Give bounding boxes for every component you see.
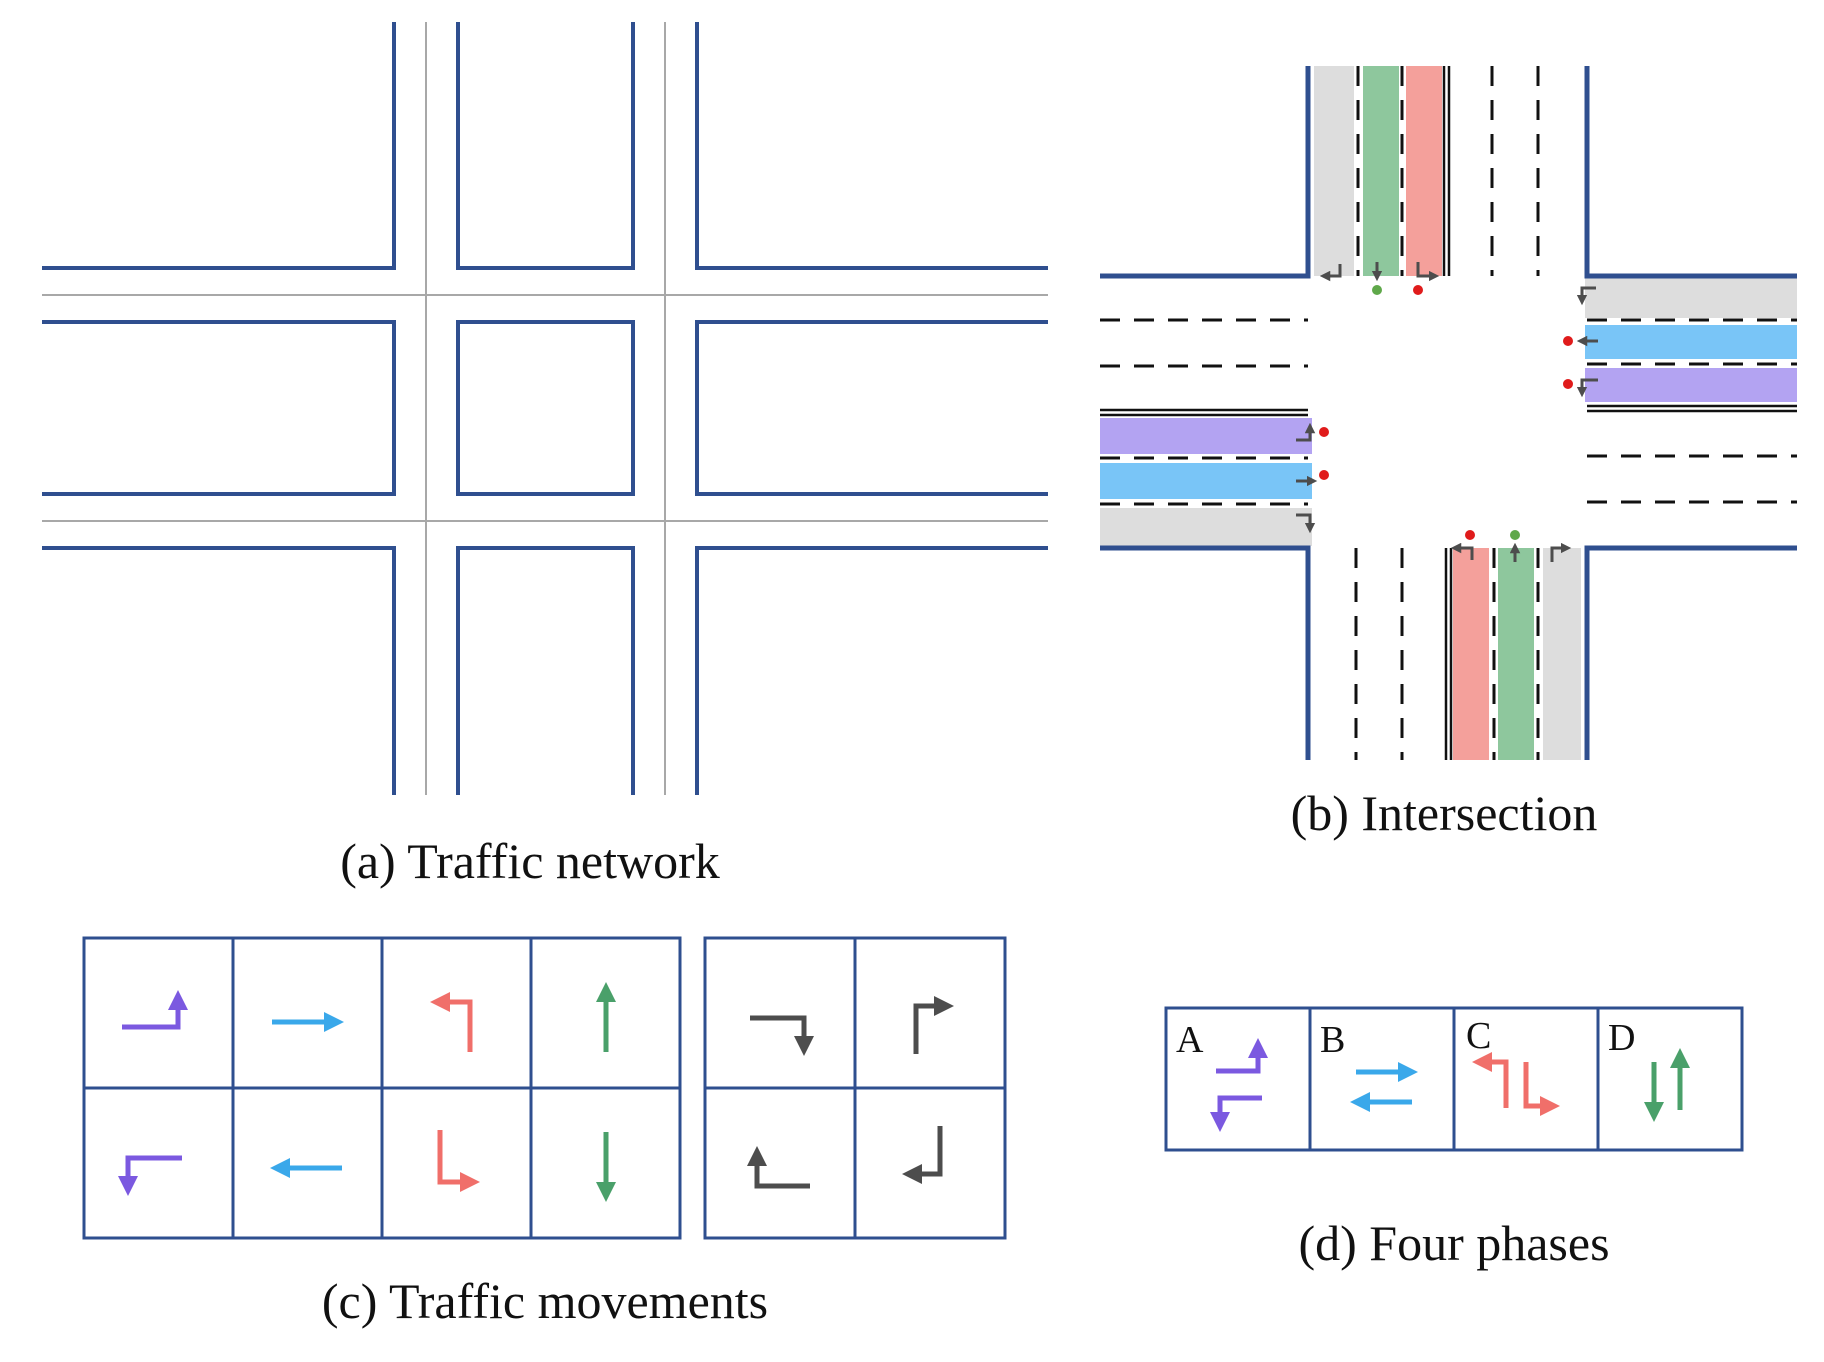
caption-intersection: (b) Intersection — [1291, 785, 1598, 841]
left-turn-northbound-icon — [437, 1130, 480, 1192]
right-turn-arrow-east — [1576, 286, 1596, 306]
lane-through-east — [1585, 325, 1797, 359]
right-turn-arrow-south — [1550, 542, 1572, 562]
phase-c-left-turn-northbound-icon — [1523, 1062, 1560, 1116]
lane-through-north — [1363, 66, 1399, 276]
right-turn-southbound-icon — [750, 1015, 814, 1056]
traffic-movements-panel — [82, 936, 1007, 1240]
phase-c-left-turn-southbound-icon — [1472, 1052, 1509, 1108]
left-turn-arrow-south — [1450, 542, 1474, 560]
left-turn-arrow-west — [1296, 422, 1316, 442]
lane-right-turn-east — [1585, 278, 1797, 318]
lane-left-turn-west — [1100, 418, 1312, 454]
lane-through-west — [1100, 463, 1312, 499]
signal-red-east-through — [1563, 336, 1573, 346]
left-turn-westbound-icon — [118, 1155, 182, 1196]
left-turn-arrow-north — [1416, 262, 1440, 282]
phase-label-d: D — [1608, 1017, 1635, 1059]
traffic-network-centerlines — [42, 22, 1048, 795]
phase-label-c: C — [1466, 1015, 1491, 1057]
lane-right-turn-south — [1543, 548, 1581, 760]
left-turn-arrow-east — [1576, 378, 1598, 398]
signal-red-west-through — [1319, 470, 1329, 480]
lane-through-south — [1498, 548, 1534, 760]
right-turn-eastbound-icon — [913, 996, 954, 1054]
caption-four-phases: (d) Four phases — [1298, 1215, 1609, 1271]
right-turn-westbound-icon — [747, 1146, 810, 1189]
traffic-network-panel — [42, 22, 1048, 795]
signal-red-north — [1413, 285, 1423, 295]
phase-a-left-turn-westbound-icon — [1210, 1095, 1262, 1132]
lane-left-turn-south — [1453, 548, 1489, 760]
left-turn-southbound-icon — [430, 992, 473, 1052]
lane-right-turn-north — [1314, 66, 1354, 276]
intersection-panel — [1100, 66, 1797, 760]
right-turn-arrow-north — [1319, 264, 1342, 282]
signal-green-north — [1372, 285, 1382, 295]
caption-traffic-network: (a) Traffic network — [340, 833, 720, 889]
signal-red-west-left — [1319, 427, 1329, 437]
signal-red-south — [1465, 530, 1475, 540]
right-turn-arrow-west — [1296, 513, 1316, 534]
caption-traffic-movements: (c) Traffic movements — [322, 1273, 768, 1329]
phase-label-a: A — [1176, 1019, 1204, 1061]
lane-left-turn-north — [1406, 66, 1442, 276]
phase-a-left-turn-eastbound-icon — [1216, 1038, 1268, 1074]
four-phases-panel: A B C D — [1164, 1006, 1744, 1152]
phase-label-b: B — [1320, 1019, 1345, 1061]
signal-green-south — [1510, 530, 1520, 540]
lane-left-turn-east — [1585, 368, 1797, 402]
signal-red-east-left — [1563, 379, 1573, 389]
lane-right-turn-west — [1100, 508, 1312, 546]
left-turn-eastbound-icon — [122, 990, 188, 1030]
right-turn-northbound-icon — [902, 1126, 943, 1184]
